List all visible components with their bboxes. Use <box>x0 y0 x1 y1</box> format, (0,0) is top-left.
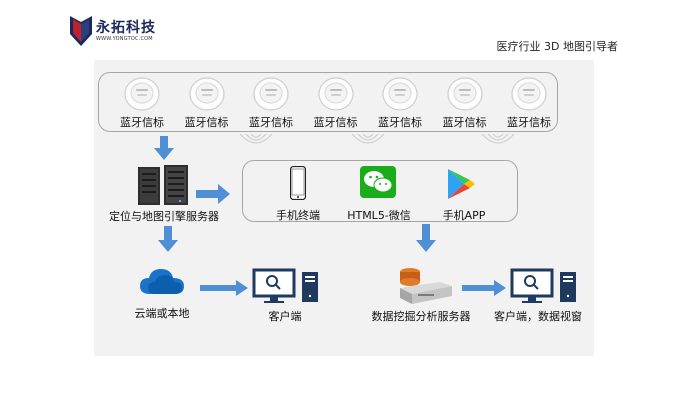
app-label: 手机APP <box>442 209 486 222</box>
beacon-icon <box>511 77 547 111</box>
arrow-down-icon <box>154 136 174 160</box>
brand-logo: 永拓科技 WWW.YONGTOC.COM <box>70 16 180 50</box>
logo-mark-icon <box>70 16 92 46</box>
signal-waves-icon <box>351 133 385 144</box>
beacon-icon <box>253 77 289 111</box>
server-icon <box>138 165 188 205</box>
page-title: 医疗行业 3D 地图引导者 <box>496 40 618 53</box>
beacon-label: 蓝牙信标 <box>249 116 293 129</box>
wechat-icon <box>360 166 396 198</box>
beacon-label: 蓝牙信标 <box>442 116 487 129</box>
cloud-label: 云端或本地 <box>134 307 190 320</box>
brand-url: WWW.YONGTOC.COM <box>96 36 153 42</box>
arrow-right-icon <box>196 184 230 204</box>
beacon-icon <box>188 77 225 111</box>
brand-name: 永拓科技 <box>96 20 156 36</box>
arrow-right-icon <box>200 280 248 296</box>
beacon-label: 蓝牙信标 <box>378 116 422 129</box>
beacon-label: 蓝牙信标 <box>120 116 164 129</box>
diagram-panel: 蓝牙信标 蓝牙信标 蓝牙信标 蓝牙信标 蓝牙信标 蓝牙信标 蓝牙信标 定位与地图引擎服务器 <box>94 60 594 356</box>
server-label: 定位与地图引擎服务器 <box>109 210 219 223</box>
cloud-icon <box>140 269 184 294</box>
signal-waves-icon <box>239 133 273 144</box>
monitor-icon <box>252 268 318 303</box>
arrow-right-icon <box>462 280 506 296</box>
client-label: 客户端 <box>268 310 302 323</box>
monitor-icon <box>510 268 576 303</box>
client-view-label: 客户端，数据视窗 <box>494 310 582 323</box>
beacons-group <box>98 72 558 132</box>
beacon-icon <box>317 77 354 111</box>
beacon-label: 蓝牙信标 <box>184 116 229 129</box>
signal-waves-icon <box>481 133 515 144</box>
mining-server-label: 数据挖掘分析服务器 <box>371 310 471 323</box>
terminals-group <box>242 160 518 222</box>
play-store-icon <box>448 169 475 199</box>
beacon-icon <box>446 77 483 111</box>
beacon-icon <box>382 77 418 111</box>
phone-icon <box>290 166 306 200</box>
beacon-label: 蓝牙信标 <box>507 116 551 129</box>
beacon-icon <box>124 77 160 111</box>
beacon-label: 蓝牙信标 <box>313 116 358 129</box>
arrow-down-icon <box>158 226 178 252</box>
wechat-label: HTML5-微信 <box>347 209 411 222</box>
arrow-down-icon <box>416 224 436 252</box>
phone-terminal-label: 手机终端 <box>276 209 320 222</box>
mining-server-icon <box>400 268 452 304</box>
